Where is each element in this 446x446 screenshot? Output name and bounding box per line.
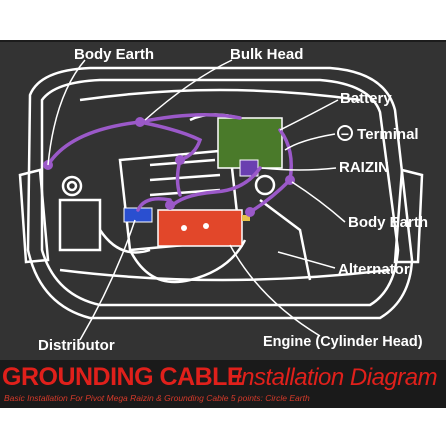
- earth-points: [43, 117, 295, 217]
- banner-subtitle: Basic Installation For Pivot Mega Raizin…: [4, 393, 310, 403]
- earth-point: [165, 200, 175, 210]
- car-outline: [18, 66, 424, 320]
- title-banner: [0, 360, 446, 408]
- label-bulk-head: Bulk Head: [230, 46, 304, 63]
- label-terminal: Terminal: [357, 126, 419, 143]
- label-engine-detail: (Cylinder Head): [315, 334, 423, 350]
- cylinder-head-bolt: [203, 223, 209, 229]
- label-raizin: RAIZIN: [339, 159, 389, 176]
- earth-point: [245, 207, 255, 217]
- cylinder-head-bolt: [181, 225, 187, 231]
- cylinder-head-terminal: [242, 215, 250, 221]
- earth-point: [135, 117, 145, 127]
- label-distributor: Distributor: [38, 337, 115, 354]
- label-body-earth-right: Body Earth: [348, 214, 429, 231]
- label-engine-row: Engine (Cylinder Head): [263, 333, 423, 351]
- leader-lines: [47, 59, 346, 341]
- label-engine: Engine: [263, 334, 312, 350]
- cylinder-head-block: [157, 209, 243, 247]
- negative-terminal-icon: −: [337, 125, 353, 142]
- label-terminal-row: − Terminal: [337, 125, 419, 144]
- banner-title-bold: GROUNDING CABLE: [2, 363, 244, 391]
- label-battery: Battery: [340, 90, 392, 107]
- banner-title-italic: Installation Diagram: [235, 364, 438, 391]
- label-body-earth-top: Body Earth: [74, 46, 155, 63]
- earth-point: [175, 155, 185, 165]
- label-alternator: Alternator: [338, 261, 410, 278]
